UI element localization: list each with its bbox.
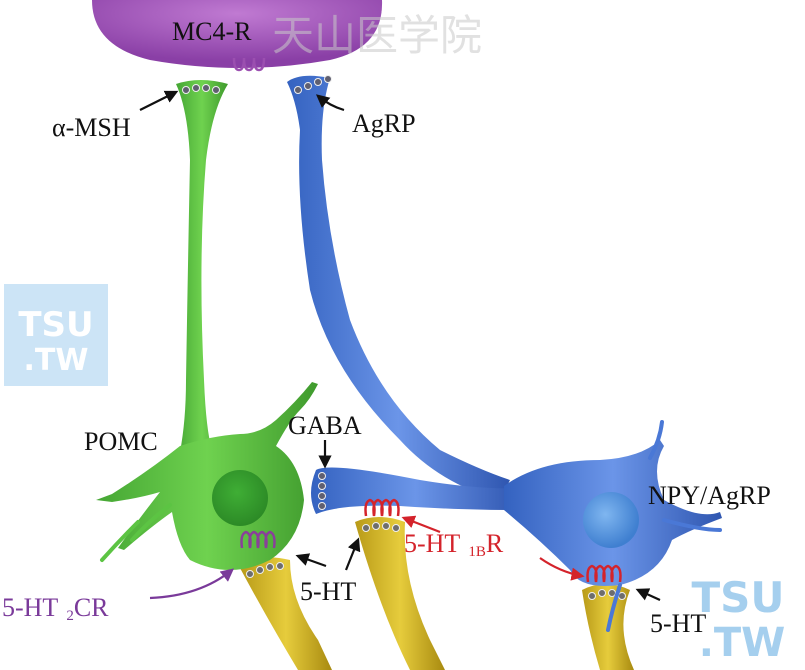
alpha-msh-vesicles [182,84,220,94]
arrow-5ht2cr [149,568,235,600]
watermark-top: 天山医学院 [272,11,482,60]
arrow-5ht-right [635,588,661,602]
npy-agrp-axon [287,75,510,500]
svg-text:TSU: TSU [691,573,784,622]
arrow-5ht1br-gaba [401,515,441,534]
arrow-5ht-middle [344,537,361,571]
svg-text:TSU: TSU [18,305,93,345]
arrow-5ht1br-soma [539,557,585,581]
gaba-vesicles [318,472,326,510]
pomc-neuron [96,80,318,570]
svg-text:.TW: .TW [699,620,786,666]
svg-text:.TW: .TW [24,343,89,378]
pomc-soma [96,382,318,570]
label-agrp: AgRP [352,109,416,138]
npy-agrp-dendrites [606,420,722,632]
npy-agrp-nucleus [583,492,639,548]
mc4r-receptor [232,57,266,72]
arrow-alpha-msh [139,90,179,111]
arrow-agrp [315,94,345,112]
serotonin-vesicles [246,522,626,600]
label-npy-agrp: NPY/AgRP [648,481,771,510]
label-5ht-right: 5-HT [650,609,706,638]
pomc-axon [176,80,228,452]
ht1b-receptor-soma [586,564,622,583]
gaba-branch [311,467,520,514]
mc4r-cell [92,0,383,68]
label-alpha-msh: α-MSH [52,113,131,142]
watermark-left: TSU .TW [4,284,108,386]
label-5ht-left: 5-HT [300,577,356,606]
serotonin-axon-middle [355,517,445,670]
serotonin-axon-pomc [240,557,332,670]
arrow-5ht-left [295,553,327,568]
pomc-nucleus [212,470,268,526]
label-pomc: POMC [84,427,158,456]
ht2c-receptor [240,530,276,549]
label-mc4r: MC4-R [172,17,252,46]
ht1b-receptor-gaba [364,498,400,517]
agrp-vesicles [294,75,332,94]
label-gaba: GABA [288,411,362,440]
pomc-dendrites [100,503,172,562]
watermark-right: TSU .TW [691,573,785,666]
